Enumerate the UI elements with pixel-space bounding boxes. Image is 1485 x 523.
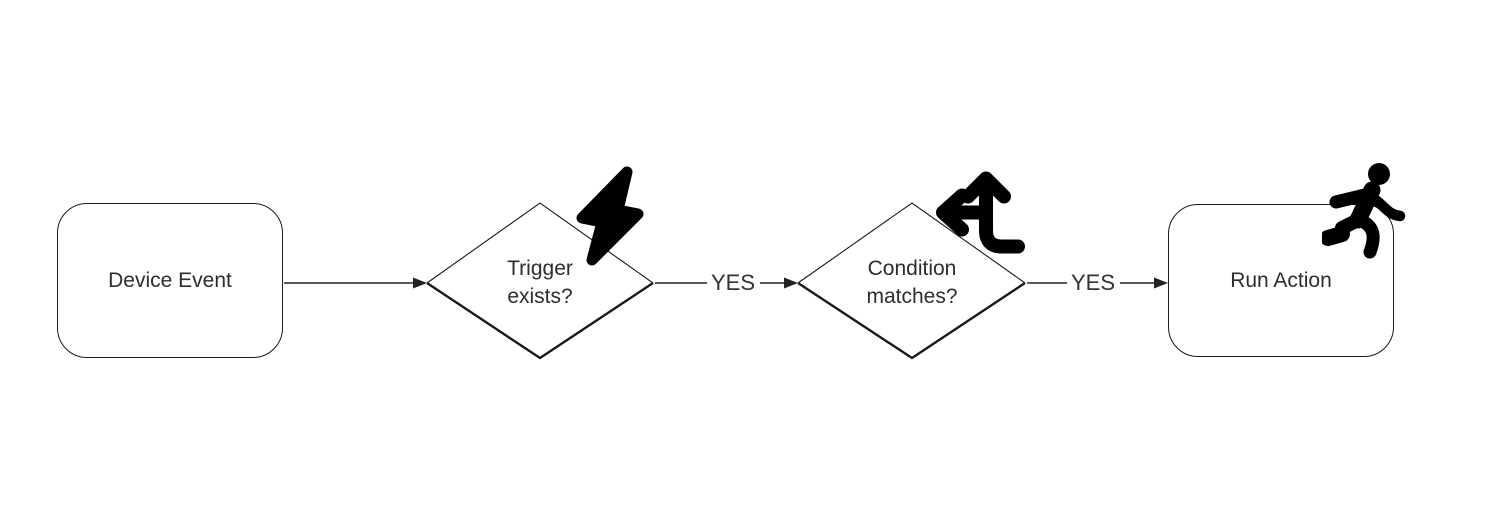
edge-device-event-to-trigger — [284, 277, 427, 289]
node-run-action-label: Run Action — [1230, 268, 1332, 292]
directions-split-icon — [936, 171, 1025, 254]
person-running-icon — [1322, 163, 1406, 259]
node-condition-matches-label: Condition matches? — [866, 257, 958, 308]
node-device-event-label: Device Event — [108, 268, 232, 292]
edge-label-yes-2: YES — [1070, 270, 1116, 295]
edge-label-yes-1: YES — [710, 270, 756, 295]
lightning-bolt-icon — [576, 166, 644, 266]
edge-condition-to-run-action — [1027, 277, 1168, 289]
diamond-condition-matches — [797, 202, 1026, 360]
edge-trigger-to-condition — [655, 277, 798, 289]
node-run-action: Run Action — [1168, 204, 1394, 357]
node-trigger-exists-label: Trigger exists? — [507, 257, 573, 308]
node-device-event: Device Event — [57, 203, 283, 358]
diamond-trigger-exists — [426, 202, 654, 360]
